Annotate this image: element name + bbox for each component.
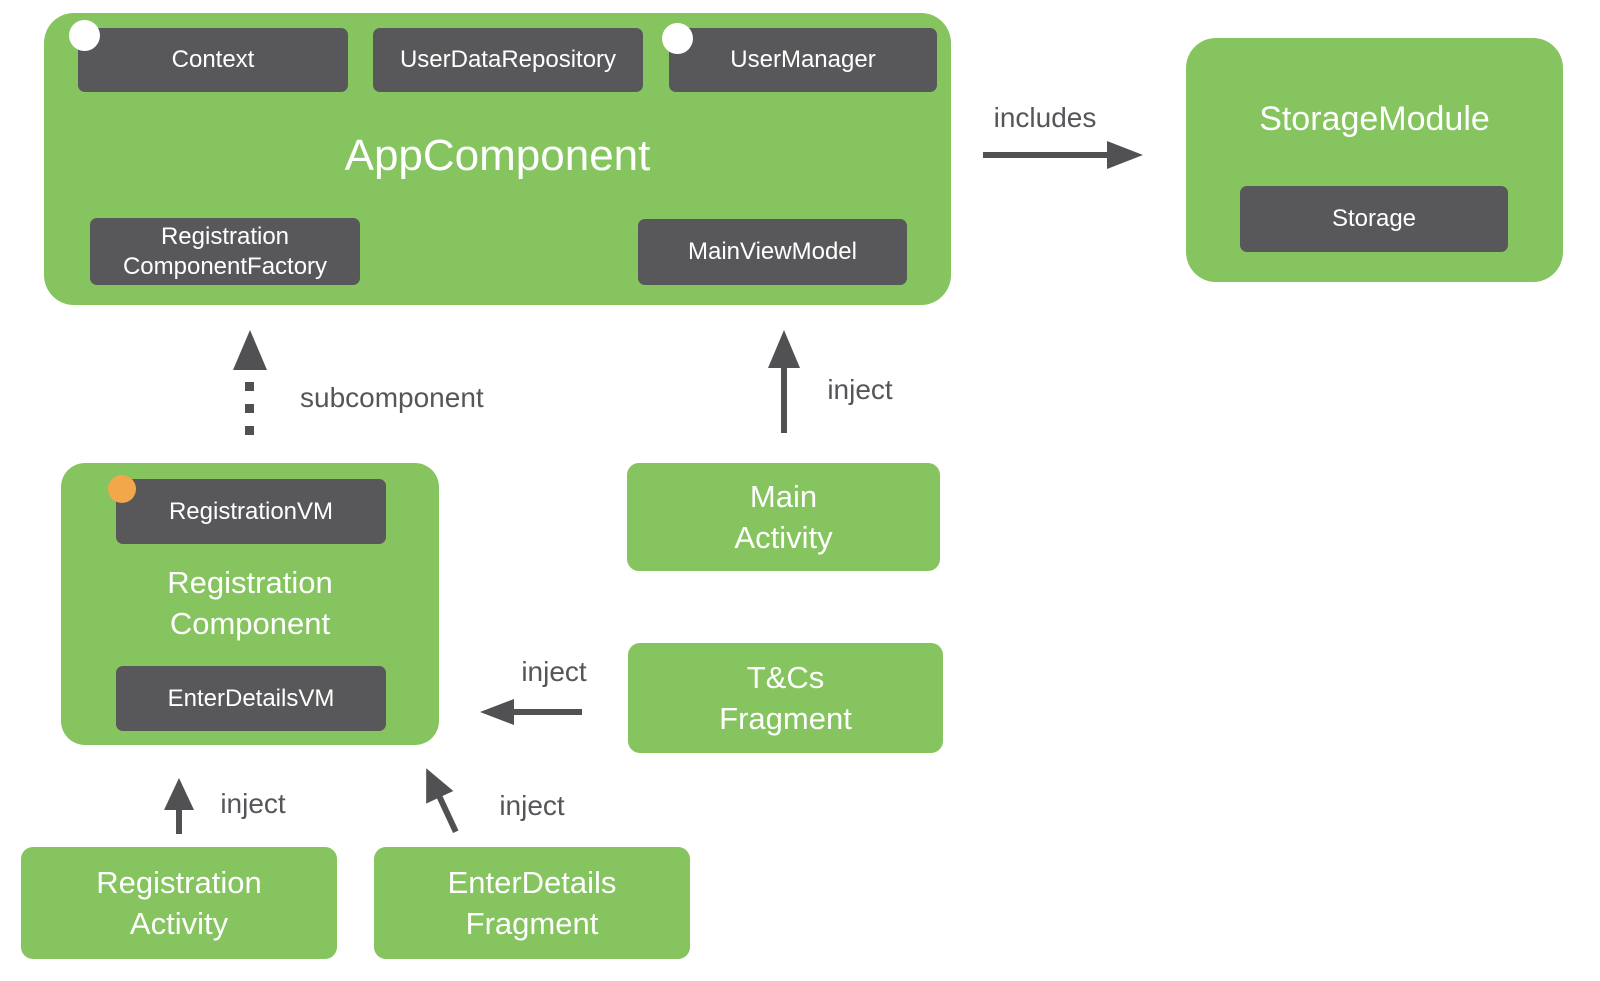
user-manager-scope-dot-icon <box>662 23 693 54</box>
inject-registration-activity-arrow-shaft <box>176 806 182 834</box>
inject-enter-details-arrow-shaft <box>435 792 459 833</box>
registration-component-title-line2: Component <box>169 606 331 641</box>
inject-enter-details-arrow-body <box>412 761 470 838</box>
tcs-fragment-line1: T&Cs <box>746 660 825 695</box>
storage-module-title: StorageModule <box>1259 100 1490 138</box>
node-enter-details-vm-label: EnterDetailsVM <box>167 684 335 712</box>
enter-details-fragment-line2: Fragment <box>465 906 599 941</box>
rcf-line2: ComponentFactory <box>122 252 328 280</box>
inject-main-activity-label: inject <box>827 374 893 405</box>
inject-tcs-arrowhead-icon <box>480 699 514 725</box>
inject-registration-activity-label: inject <box>220 788 286 819</box>
inject-enter-details-label: inject <box>499 790 565 821</box>
node-user-data-repository-label: UserDataRepository <box>399 46 617 73</box>
node-tcs-fragment: T&Cs Fragment <box>628 643 943 753</box>
subcomponent-dash <box>245 382 254 391</box>
registration-activity-line2: Activity <box>129 906 229 941</box>
node-registration-component: RegistrationVM Registration Component En… <box>61 463 439 745</box>
node-storage: Storage <box>1240 186 1508 252</box>
node-registration-component-factory-label: Registration ComponentFactory <box>123 222 327 282</box>
node-registration-vm: RegistrationVM <box>116 479 386 544</box>
node-user-data-repository: UserDataRepository <box>373 28 643 92</box>
inject-main-activity-arrowhead-icon <box>768 330 800 368</box>
main-activity-label: Main Activity <box>627 476 940 558</box>
node-enter-details-fragment: EnterDetails Fragment <box>374 847 690 959</box>
main-activity-line1: Main <box>749 479 818 514</box>
node-enter-details-vm: EnterDetailsVM <box>116 666 386 731</box>
includes-arrow-shaft <box>983 152 1111 158</box>
context-scope-dot-icon <box>69 20 100 51</box>
node-storage-module: StorageModule Storage <box>1186 38 1563 282</box>
registration-component-title: Registration Component <box>61 562 439 644</box>
node-registration-vm-label: RegistrationVM <box>168 497 334 525</box>
node-registration-activity: Registration Activity <box>21 847 337 959</box>
node-registration-component-factory: Registration ComponentFactory <box>90 218 360 285</box>
node-main-view-model: MainViewModel <box>638 219 907 285</box>
subcomponent-dash <box>245 404 254 413</box>
node-user-manager-label: UserManager <box>730 46 876 73</box>
registration-activity-label: Registration Activity <box>21 862 337 944</box>
node-context-label: Context <box>171 46 255 73</box>
app-component-title: AppComponent <box>344 131 651 180</box>
inject-tcs-label: inject <box>521 656 587 687</box>
rcf-line1: Registration <box>160 222 290 250</box>
registration-activity-line1: Registration <box>96 865 262 900</box>
subcomponent-arrowhead-icon <box>233 330 267 370</box>
node-user-manager: UserManager <box>669 28 937 92</box>
subcomponent-dash <box>245 426 254 435</box>
inject-enter-details-arrowhead-icon <box>412 761 454 804</box>
node-app-component: Context UserDataRepository UserManager A… <box>44 13 951 305</box>
inject-main-activity-arrow-shaft <box>781 364 787 433</box>
inject-tcs-arrow-shaft <box>498 709 582 715</box>
inject-registration-activity-arrowhead-icon <box>164 778 194 810</box>
includes-label: includes <box>993 102 1097 133</box>
enter-details-fragment-line1: EnterDetails <box>447 865 617 900</box>
node-main-view-model-label: MainViewModel <box>688 238 857 265</box>
node-storage-label: Storage <box>1331 205 1417 232</box>
enter-details-fragment-label: EnterDetails Fragment <box>374 862 690 944</box>
tcs-fragment-line2: Fragment <box>719 701 852 736</box>
includes-arrowhead-icon <box>1107 141 1143 169</box>
node-main-activity: Main Activity <box>627 463 940 571</box>
subcomponent-label: subcomponent <box>300 382 484 413</box>
node-context: Context <box>78 28 348 92</box>
registration-component-title-line1: Registration <box>167 565 333 600</box>
tcs-fragment-label: T&Cs Fragment <box>628 657 943 739</box>
registration-vm-scope-dot-icon <box>108 475 136 503</box>
main-activity-line2: Activity <box>734 520 833 555</box>
